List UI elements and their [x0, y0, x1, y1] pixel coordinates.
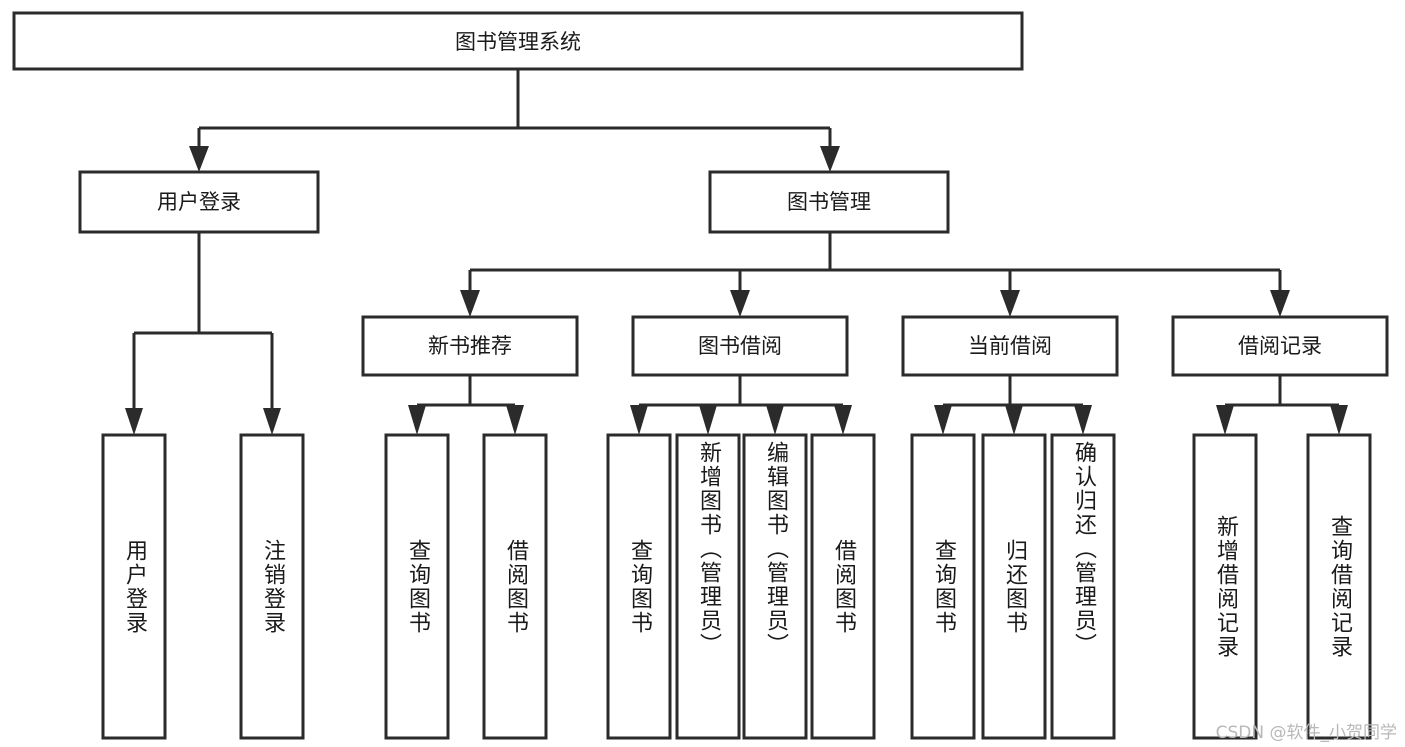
- node-label: 借阅记录: [1238, 334, 1322, 358]
- arrow-head-icon: [189, 146, 209, 172]
- arrow-head-icon: [730, 290, 750, 317]
- node-rect-leaf-user-logout[interactable]: [239, 433, 305, 740]
- arrow-head-icon: [766, 405, 784, 435]
- node-rect[interactable]: [631, 315, 849, 377]
- arrow-head-icon: [820, 146, 840, 172]
- connector-userlogin-to-leaves: [125, 232, 281, 435]
- node-rect-leaf-borrow-book-recommend[interactable]: [482, 433, 548, 740]
- arrow-head-icon: [1005, 405, 1023, 435]
- node-root[interactable]: 图书管理系统: [12, 11, 1024, 71]
- node-label: 当前借阅: [968, 334, 1052, 358]
- node-new-book-recommend[interactable]: 新书推荐: [361, 315, 579, 377]
- node-user-login[interactable]: 用户登录: [78, 170, 320, 234]
- node-rect-leaf-add-borrow-record[interactable]: [1192, 433, 1258, 740]
- arrow-head-icon: [460, 290, 480, 317]
- node-rect[interactable]: [12, 11, 1024, 71]
- arrow-head-icon: [1216, 405, 1234, 435]
- watermark-text: CSDN @软件_小贺同学: [1215, 723, 1397, 743]
- node-rect-leaf-return-book[interactable]: [981, 433, 1047, 740]
- arrow-head-icon: [408, 405, 426, 435]
- node-rect-leaf-user-login[interactable]: [101, 433, 167, 740]
- node-book-management[interactable]: 图书管理: [708, 170, 950, 234]
- arrow-head-icon: [506, 405, 524, 435]
- connector-recommend-to-leaves: [408, 375, 524, 435]
- arrow-head-icon: [263, 408, 281, 435]
- node-rect-leaf-query-borrow-record[interactable]: [1306, 433, 1372, 740]
- node-rect-leaf-confirm-return-admin[interactable]: [1050, 433, 1116, 740]
- node-rect-leaf-edit-book-admin[interactable]: [742, 433, 808, 740]
- arrow-head-icon: [834, 405, 852, 435]
- node-rect-leaf-add-book-admin[interactable]: [675, 433, 741, 740]
- arrow-head-icon: [125, 408, 143, 435]
- node-rect[interactable]: [1171, 315, 1389, 377]
- arrow-head-icon: [934, 405, 952, 435]
- node-label: 图书管理系统: [455, 30, 581, 54]
- arrow-head-icon: [1330, 405, 1348, 435]
- arrow-head-icon: [1270, 290, 1290, 317]
- connector-borrowrecord-to-leaves: [1216, 375, 1348, 435]
- connector-root-to-level1: [189, 69, 840, 172]
- arrow-head-icon: [630, 405, 648, 435]
- arrow-head-icon: [699, 405, 717, 435]
- node-rect[interactable]: [361, 315, 579, 377]
- node-label: 新书推荐: [428, 334, 512, 358]
- node-rect-leaf-query-book-borrow[interactable]: [606, 433, 672, 740]
- node-rect[interactable]: [78, 170, 320, 234]
- node-rect[interactable]: [901, 315, 1119, 377]
- node-label: 用户登录: [157, 190, 241, 214]
- node-rect-leaf-borrow-book-borrow[interactable]: [810, 433, 876, 740]
- node-book-borrow[interactable]: 图书借阅: [631, 315, 849, 377]
- node-borrow-record[interactable]: 借阅记录: [1171, 315, 1389, 377]
- connector-bookmgmt-to-level2: [460, 232, 1290, 317]
- node-label: 图书借阅: [698, 334, 782, 358]
- node-current-borrow[interactable]: 当前借阅: [901, 315, 1119, 377]
- arrow-head-icon: [1074, 405, 1092, 435]
- connector-currentborrow-to-leaves: [934, 375, 1092, 435]
- arrow-head-icon: [1000, 290, 1020, 317]
- connector-bookborrow-to-leaves: [630, 375, 852, 435]
- node-rect-leaf-query-book-recommend[interactable]: [384, 433, 450, 740]
- node-rect-leaf-query-book-current[interactable]: [910, 433, 976, 740]
- node-label: 图书管理: [787, 190, 871, 214]
- node-rect[interactable]: [708, 170, 950, 234]
